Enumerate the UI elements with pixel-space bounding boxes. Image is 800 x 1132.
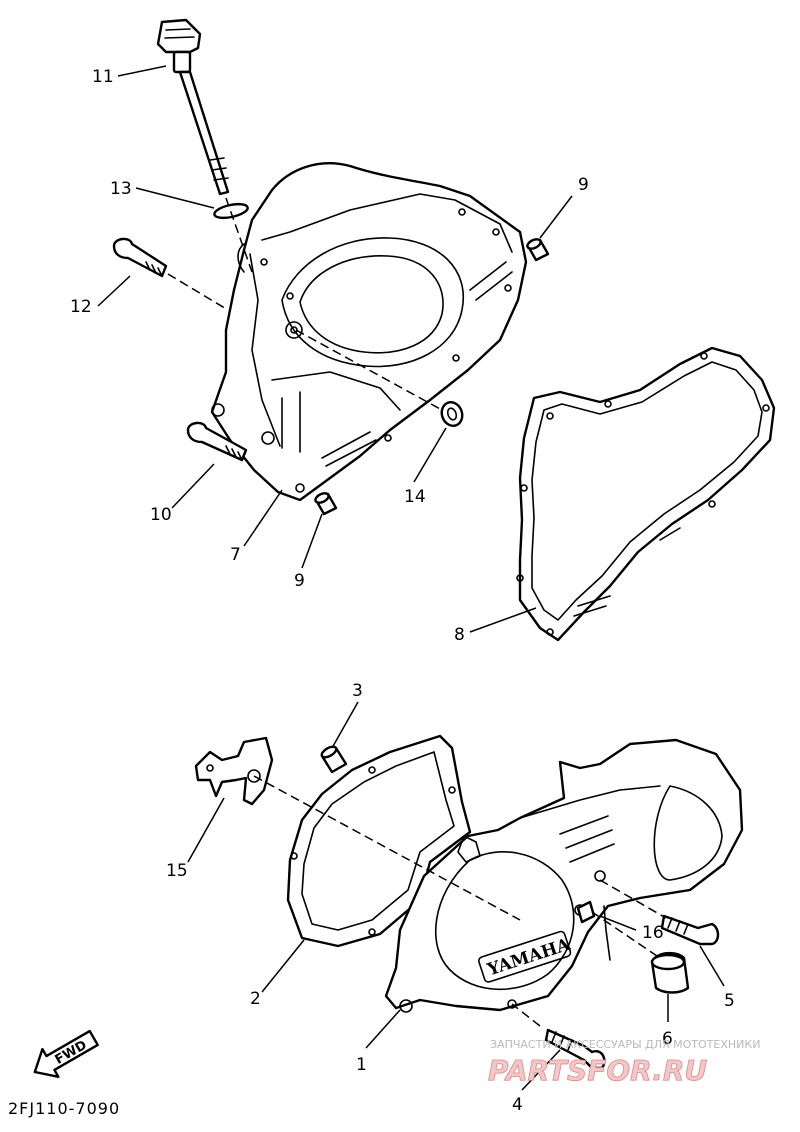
part-4-screw [544,1028,606,1070]
part-6-plug [650,951,690,994]
part-8-crankcase-cover-gasket [516,346,776,642]
part-9-dowel-pin-upper [526,238,550,262]
leader-lines [97,65,725,1091]
callout-10: 10 [150,505,172,525]
part-7-crankcase-cover [210,162,528,502]
callout-numbers: 11 13 12 9 10 7 9 14 8 3 15 2 1 16 5 6 4 [70,67,735,1115]
callout-4: 4 [512,1095,523,1115]
fwd-arrow: FWD [33,1029,99,1079]
callout-6: 6 [662,1029,673,1049]
part-10-bolt [186,421,248,462]
callout-13: 13 [110,179,132,199]
callout-2: 2 [250,989,261,1009]
watermark-logo: PARTSFOR.RU [488,1054,707,1087]
callout-14: 14 [404,487,426,507]
callout-1: 1 [356,1055,367,1075]
part-9-dowel-pin-lower [314,492,338,516]
part-13-o-ring [213,202,249,220]
callout-12: 11 [92,67,114,87]
callout-15: 15 [166,861,188,881]
callout-8: 8 [454,625,465,645]
callout-11: 12 [70,297,92,317]
callout-5: 5 [724,991,735,1011]
part-3-dowel-pin [320,745,348,774]
part-2-gasket [286,734,472,948]
part-11-bolt [112,237,168,278]
assembly-lines [167,197,667,1027]
callout-16: 16 [642,923,664,943]
part-14-oil-seal [440,401,464,427]
part-16-dowel-pin [576,900,596,924]
watermark: ЗАПЧАСТИ И АКСЕССУАРЫ ДЛЯ МОТОТЕХНИКИ PA… [488,1038,761,1087]
part-15-bracket [194,736,274,806]
callout-7: 7 [230,545,241,565]
callout-9-upper: 9 [578,175,589,195]
watermark-caption: ЗАПЧАСТИ И АКСЕССУАРЫ ДЛЯ МОТОТЕХНИКИ [490,1038,760,1051]
diagram-code: 2FJ110-7090 [8,1099,120,1118]
part-5-screw [660,914,720,946]
part-1-crankcase-cover: YAMAHA [384,738,744,1013]
callout-3: 3 [352,681,363,701]
part-12-dipstick [156,18,230,196]
callout-9-lower: 9 [294,571,305,591]
